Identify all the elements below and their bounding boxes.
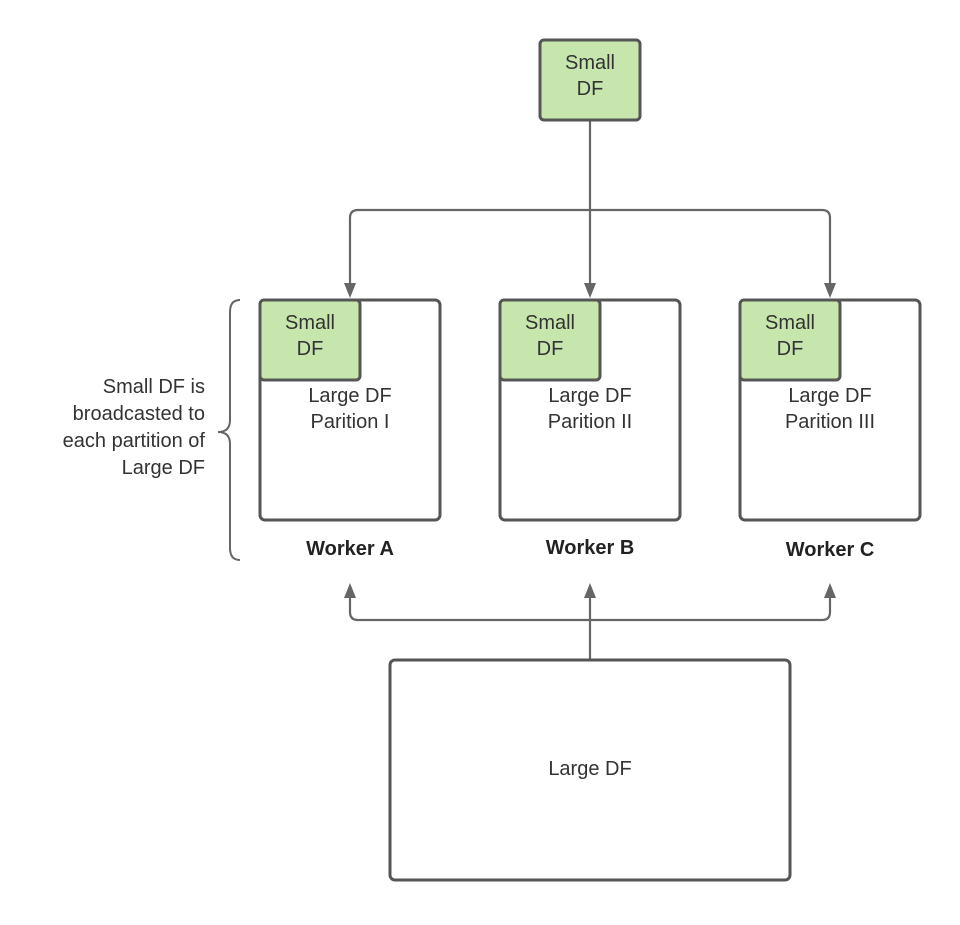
worker-a-partition-line1: Large DF: [308, 385, 391, 407]
worker-b-partition-line2: Parition II: [548, 411, 632, 433]
arrowhead-up-worker-c: [824, 583, 836, 598]
worker-b-small-df-line1: Small: [525, 312, 575, 334]
worker-c-small-df-line2: DF: [777, 338, 804, 360]
worker-a-small-df-line1: Small: [285, 312, 335, 334]
annotation-line-2: broadcasted to: [73, 403, 205, 425]
arrowhead-to-worker-c: [824, 283, 836, 298]
worker-c-label: Worker C: [786, 539, 875, 561]
partition-connectors: [344, 583, 836, 660]
source-small-df-line1: Small: [565, 52, 615, 74]
worker-c-small-df: [738, 298, 842, 382]
worker-b-small-df: [498, 298, 602, 382]
annotation-line-1: Small DF is: [103, 376, 205, 398]
worker-a-small-df: [258, 298, 362, 382]
worker-c-partition-line2: Parition III: [785, 411, 875, 433]
worker-c-partition-line1: Large DF: [788, 385, 871, 407]
large-df-label: Large DF: [548, 758, 631, 780]
worker-b-label: Worker B: [546, 537, 635, 559]
worker-b-small-df-line2: DF: [537, 338, 564, 360]
annotation-line-4: Large DF: [122, 457, 205, 479]
arrowhead-to-worker-a: [344, 283, 356, 298]
broadcast-annotation: Small DF is broadcasted to each partitio…: [63, 376, 206, 479]
worker-c-node: Small DF Large DF Parition III Worker C: [738, 298, 922, 561]
source-small-df-line2: DF: [577, 78, 604, 100]
partition-connector-worker-a: [348, 593, 590, 622]
arrowhead-up-worker-a: [344, 583, 356, 598]
arrowhead-to-worker-b: [584, 283, 596, 298]
broadcast-connectors: [344, 120, 836, 298]
source-small-df-node: Small DF: [538, 38, 642, 122]
worker-a-partition-line2: Parition I: [311, 411, 390, 433]
connector-to-worker-a: [348, 208, 590, 290]
annotation-line-3: each partition of: [63, 430, 206, 452]
arrowhead-up-worker-b: [584, 583, 596, 598]
worker-a-label: Worker A: [306, 538, 394, 560]
curly-brace: [217, 299, 241, 561]
partition-connector-worker-c: [590, 593, 832, 622]
worker-a-node: Small DF Large DF Parition I Worker A: [258, 298, 442, 560]
worker-c-small-df-line1: Small: [765, 312, 815, 334]
connector-to-worker-c: [590, 208, 832, 290]
worker-b-partition-line1: Large DF: [548, 385, 631, 407]
worker-a-small-df-line2: DF: [297, 338, 324, 360]
worker-b-node: Small DF Large DF Parition II Worker B: [498, 298, 682, 559]
large-df-node: Large DF: [388, 658, 792, 882]
